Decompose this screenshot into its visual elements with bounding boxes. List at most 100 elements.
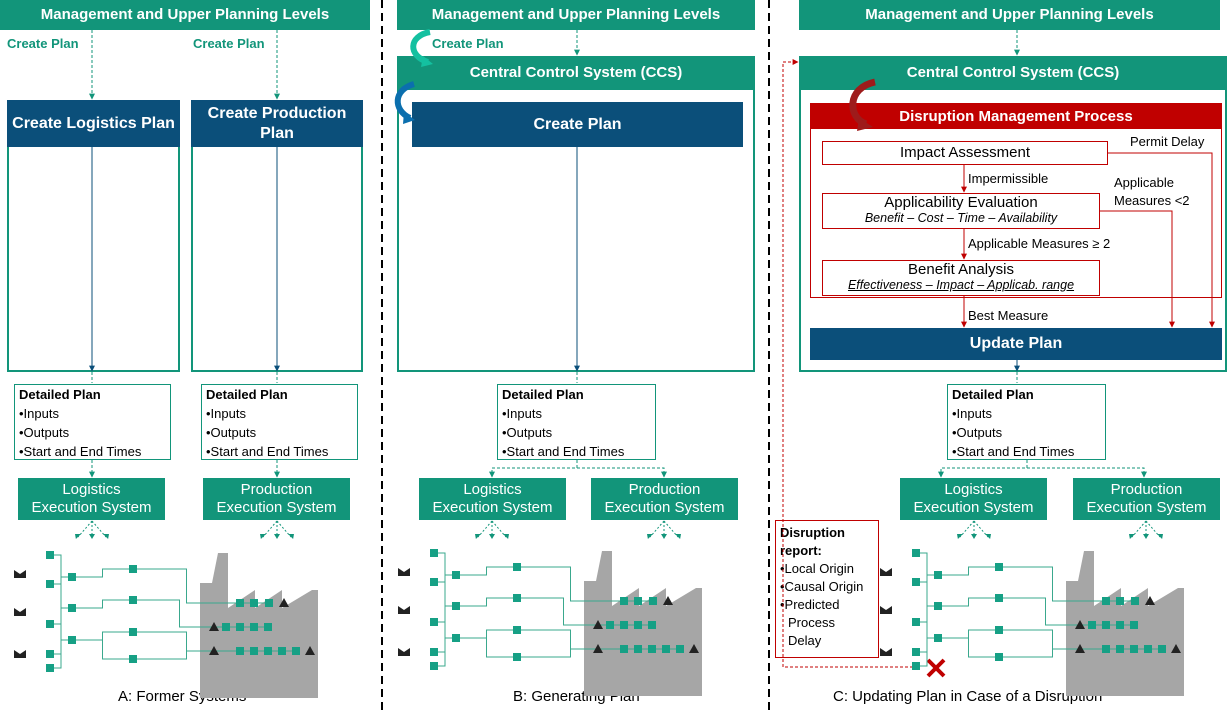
create-production-plan-header: Create Production Plan	[191, 100, 363, 147]
fanout-arrow	[91, 520, 107, 538]
detailed-plan-c: Detailed Plan •Inputs •Outputs •Start an…	[947, 384, 1106, 460]
fanout-arrowhead	[260, 534, 266, 539]
process-node	[662, 645, 670, 653]
process-node	[68, 573, 76, 581]
detailed-plan-b: Detailed Plan •Inputs •Outputs •Start an…	[497, 384, 656, 460]
applicable-ge-label: Applicable Measures ≥ 2	[968, 236, 1111, 251]
network-link	[72, 568, 133, 578]
ccs-header-c: Central Control System (CCS)	[799, 56, 1227, 90]
network-link	[916, 552, 938, 576]
process-node	[1116, 597, 1124, 605]
network-link	[50, 623, 72, 641]
permit-delay-label: Permit Delay	[1130, 134, 1205, 149]
process-node	[995, 653, 1003, 661]
applicability-label: Applicability Evaluation	[884, 194, 1038, 211]
fanout-arrowhead	[503, 534, 509, 539]
process-node	[912, 618, 920, 626]
logistics-execution-system-b: Logistics Execution System	[419, 478, 566, 520]
report-item: Delay	[788, 633, 822, 648]
process-node	[649, 597, 657, 605]
exec-line: Execution System	[913, 499, 1034, 516]
exec-line: Logistics	[62, 481, 121, 498]
process-node	[264, 623, 272, 631]
network-link	[916, 637, 938, 653]
source-icon	[14, 650, 26, 658]
fanout-arrowhead	[475, 534, 481, 539]
plan-to-exec-arrow	[938, 460, 1028, 478]
mgmt-band-b: Management and Upper Planning Levels	[397, 0, 755, 30]
machine-icon	[1145, 596, 1155, 605]
process-node	[513, 653, 521, 661]
process-node	[222, 623, 230, 631]
fanout-arrowhead	[89, 534, 95, 539]
exec-line: Execution System	[432, 499, 553, 516]
network-link	[517, 566, 624, 602]
disruption-x-icon	[926, 658, 946, 678]
network-link	[434, 574, 456, 583]
logistics-execution-system-c: Logistics Execution System	[900, 478, 1047, 520]
fanout-arrowhead	[957, 534, 963, 539]
process-node	[620, 645, 628, 653]
network-link	[133, 650, 240, 660]
fanout-arrowhead	[675, 534, 681, 539]
process-node	[912, 578, 920, 586]
process-node	[934, 602, 942, 610]
detailed-plan-a-right: Detailed Plan •Inputs •Outputs •Start an…	[201, 384, 358, 460]
process-node	[676, 645, 684, 653]
report-item: Process	[788, 615, 835, 630]
process-node	[452, 602, 460, 610]
benefit-sublabel: Effectiveness – Impact – Applicab. range	[847, 278, 1075, 292]
process-node	[46, 620, 54, 628]
factory-icon	[584, 551, 702, 696]
source-icon	[14, 570, 26, 578]
plan-item: •Inputs	[19, 406, 59, 421]
network-link	[434, 605, 456, 623]
machine-icon	[593, 620, 603, 629]
network-link	[916, 621, 938, 639]
source-icon	[398, 606, 410, 614]
machine-icon	[279, 598, 289, 607]
best-measure-label: Best Measure	[968, 308, 1049, 323]
fanout-arrow	[663, 520, 679, 538]
process-node	[634, 597, 642, 605]
process-node	[292, 647, 300, 655]
fanout-arrowhead	[661, 534, 667, 539]
process-node	[912, 662, 920, 670]
process-node	[430, 618, 438, 626]
machine-icon	[593, 644, 603, 653]
network-link	[72, 599, 133, 609]
disruption-process-header: Disruption Management Process	[810, 103, 1222, 129]
exec-line: Production	[628, 481, 701, 498]
process-node	[250, 647, 258, 655]
factory-icon	[1066, 551, 1184, 696]
fanout-arrowhead	[103, 534, 109, 539]
plan-to-exec-arrow	[577, 467, 667, 478]
process-node	[513, 594, 521, 602]
process-node	[995, 594, 1003, 602]
impact-assessment-box: Impact Assessment	[822, 141, 1108, 165]
source-icon	[398, 648, 410, 656]
process-node	[1102, 621, 1110, 629]
network-link	[133, 568, 240, 604]
machine-icon	[1075, 644, 1085, 653]
report-item: •Predicted	[780, 597, 840, 612]
process-node	[912, 648, 920, 656]
process-node	[1144, 645, 1152, 653]
source-icon	[880, 648, 892, 656]
fanout-arrow	[77, 520, 93, 538]
process-node	[606, 621, 614, 629]
process-node	[430, 578, 438, 586]
network-link	[517, 648, 624, 658]
fanout-arrowhead	[647, 534, 653, 539]
report-item: •Local Origin	[780, 561, 854, 576]
machine-icon	[305, 646, 315, 655]
exec-line: Execution System	[31, 499, 152, 516]
process-node	[250, 623, 258, 631]
exec-line: Execution System	[216, 499, 337, 516]
fanout-arrow	[973, 520, 989, 538]
production-execution-system-b: Production Execution System	[591, 478, 738, 520]
exec-line: Logistics	[463, 481, 522, 498]
create-plan-label-b: Create Plan	[432, 36, 504, 51]
machine-icon	[663, 596, 673, 605]
process-node	[1088, 621, 1096, 629]
